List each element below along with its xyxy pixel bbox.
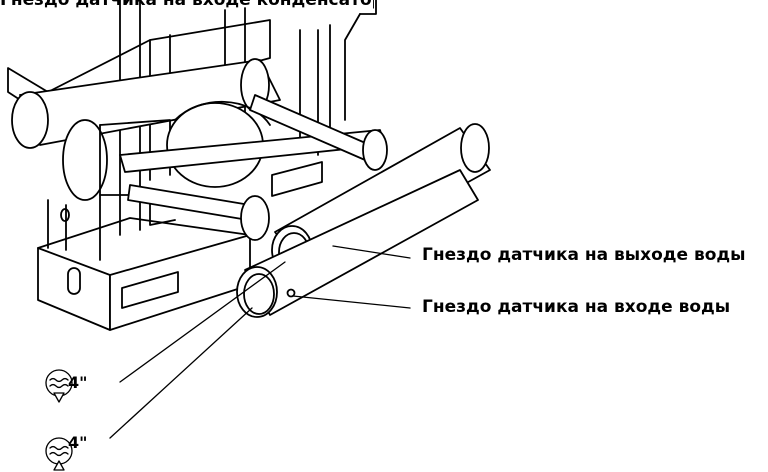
inlet-sensor-label: Гнездо датчика на входе воды <box>422 297 731 317</box>
outlet-size-label: 4" <box>68 373 88 392</box>
outlet-sensor-label: Гнездо датчика на выходе воды <box>422 245 746 265</box>
inlet-sensor-port <box>286 288 296 298</box>
cross-rods <box>119 94 388 241</box>
inlet-size-label: 4" <box>68 433 88 452</box>
water-inlet-pipe <box>236 169 479 318</box>
leader-lines <box>109 245 411 439</box>
base-skid <box>37 124 323 331</box>
water-outlet-icon <box>45 369 73 403</box>
water-inlet-icon <box>45 437 73 471</box>
condenser-inlet-sensor-label: Гнездо датчика на входе конденсатора <box>0 0 374 10</box>
label-frame <box>359 0 377 15</box>
